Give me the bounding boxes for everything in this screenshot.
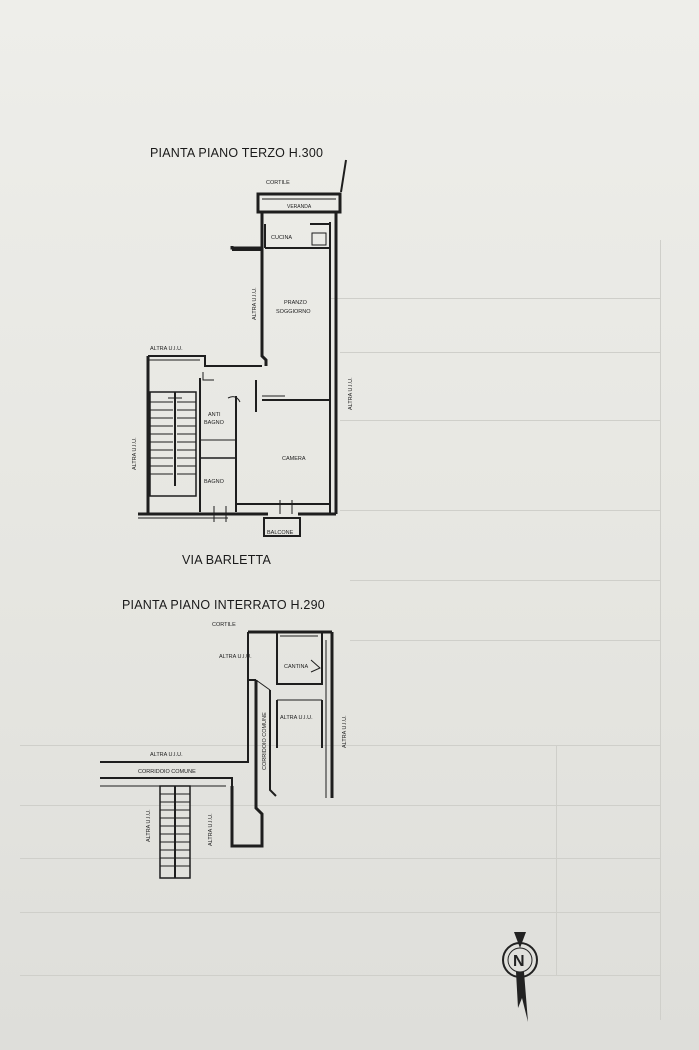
north-arrow-icon: N xyxy=(502,932,538,1022)
label-basement-altra-mid: ALTRA U.I.U. xyxy=(280,715,313,721)
bleed-line xyxy=(350,640,660,641)
label-altra-top: ALTRA U.I.U. xyxy=(150,346,183,352)
label-soggiorno: SOGGIORNO xyxy=(276,309,311,315)
upper-plan-title: PIANTA PIANO TERZO H.300 xyxy=(150,146,324,160)
compass-letter: N xyxy=(513,953,525,970)
basement-plan-title: PIANTA PIANO INTERRATO H.290 xyxy=(122,598,325,612)
label-basement-altra-left: ALTRA U.I.U. xyxy=(150,752,183,758)
label-altra-left: ALTRA U.I.U. xyxy=(132,437,138,470)
bleed-line xyxy=(20,745,660,746)
label-camera: CAMERA xyxy=(282,456,306,462)
street-name: VIA BARLETTA xyxy=(182,553,272,567)
label-basement-altra-stair-right: ALTRA U.I.U. xyxy=(208,813,214,846)
bleed-line xyxy=(20,858,660,859)
bleed-line xyxy=(20,912,660,913)
label-bagno: BAGNO xyxy=(204,479,225,485)
label-veranda: VERANDA xyxy=(287,204,312,210)
basement-plan-labels: CORTILE CANTINA ALTRA U.I.U. ALTRA U.I.U… xyxy=(138,622,348,846)
label-basement-altra-stair-left: ALTRA U.I.U. xyxy=(146,809,152,842)
label-corridoio-vertical: CORRIDOIO COMUNE xyxy=(262,712,268,770)
label-pranzo: PRANZO xyxy=(284,300,308,306)
label-balcone: BALCONE xyxy=(267,530,294,536)
bleed-line xyxy=(556,745,557,975)
upper-plan-labels: CORTILE VERANDA CUCINA PRANZO SOGGIORNO … xyxy=(132,180,354,536)
label-basement-altra-right: ALTRA U.I.U. xyxy=(342,715,348,748)
label-basement-altra-top: ALTRA U.I.U. xyxy=(219,654,252,660)
bleed-line xyxy=(660,240,661,1020)
bleed-line xyxy=(20,975,660,976)
label-basement-cortile: CORTILE xyxy=(212,622,236,628)
label-altra-right: ALTRA U.I.U. xyxy=(348,377,354,410)
label-corridoio-horizontal: CORRIDOIO COMUNE xyxy=(138,769,196,775)
label-cortile: CORTILE xyxy=(266,180,290,186)
label-cucina: CUCINA xyxy=(271,235,292,241)
bleed-line xyxy=(330,298,660,299)
upper-floor-plan xyxy=(138,159,347,537)
label-cantina: CANTINA xyxy=(284,664,308,670)
basement-floor-plan xyxy=(100,630,334,879)
bleed-line xyxy=(350,580,660,581)
label-antibagno: BAGNO xyxy=(204,420,225,426)
label-altra-mid: ALTRA U.I.U. xyxy=(252,287,258,320)
label-anti: ANTI xyxy=(208,412,221,418)
bleed-line xyxy=(340,510,660,511)
bleed-line xyxy=(20,805,660,806)
bleed-line xyxy=(340,352,660,353)
bleed-line xyxy=(340,420,660,421)
